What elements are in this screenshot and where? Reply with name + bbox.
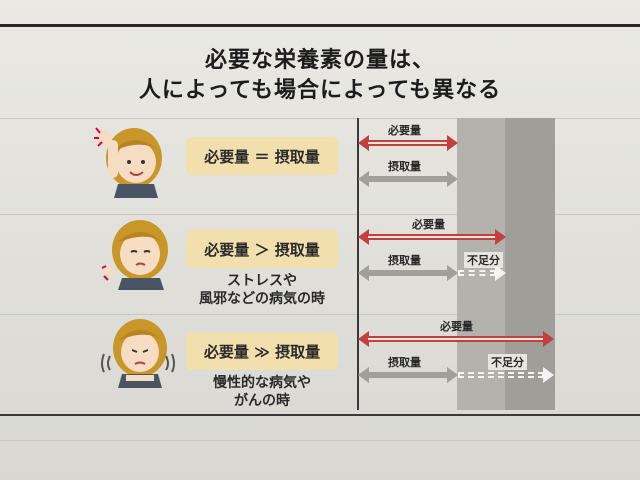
label-greater: 必要量 ＞ 摂取量	[186, 230, 338, 268]
required-arrow	[358, 229, 506, 245]
intake-arrow	[358, 265, 458, 281]
label-equal: 必要量 ＝ 摂取量	[186, 137, 338, 175]
caption-stress-line-2: 風邪などの病気の時	[199, 291, 325, 307]
required-arrow	[358, 331, 554, 347]
required-label: 必要量	[440, 320, 473, 333]
intake-label: 摂取量	[388, 356, 421, 369]
ruled-line	[0, 314, 640, 315]
ruled-line	[0, 440, 640, 441]
baseline-axis	[357, 118, 359, 410]
top-rule	[0, 24, 640, 27]
label-much-greater: 必要量 ≫ 摂取量	[186, 332, 338, 370]
ruled-line	[0, 214, 640, 215]
required-label: 必要量	[388, 124, 421, 137]
woman-flexing-icon	[94, 127, 162, 198]
required-label: 必要量	[412, 218, 445, 231]
required-arrow	[358, 135, 458, 151]
bottom-rule	[0, 414, 640, 416]
intake-arrow	[358, 367, 458, 383]
ruled-line	[0, 118, 640, 119]
intake-arrow	[358, 171, 458, 187]
shortage-arrow	[458, 367, 554, 383]
title-line-1: 必要な栄養素の量は、	[204, 48, 435, 73]
intake-label: 摂取量	[388, 254, 421, 267]
caption-chronic-line-1: 慢性的な病気や	[213, 375, 311, 391]
title-line-2: 人によっても場合によっても異なる	[138, 78, 502, 103]
woman-worried-icon	[101, 220, 168, 290]
shortage-arrow	[458, 265, 506, 281]
caption-chronic-line-2: がんの時	[234, 393, 290, 409]
shortage-label: 不足分	[488, 354, 527, 370]
shortage-label: 不足分	[464, 252, 503, 268]
intake-label: 摂取量	[388, 160, 421, 173]
woman-anxious-icon	[101, 319, 175, 388]
caption-stress-line-1: ストレスや	[227, 273, 297, 289]
